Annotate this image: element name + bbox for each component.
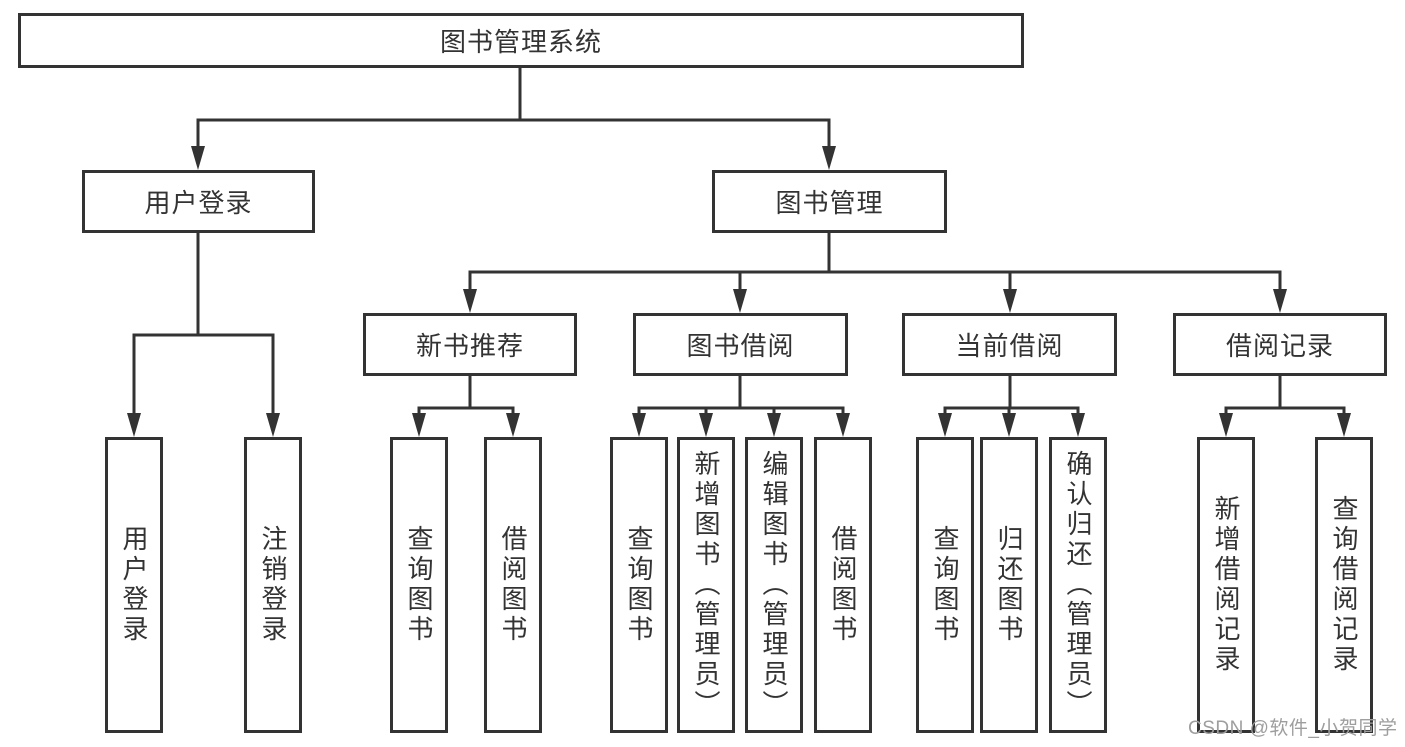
leaf-rec-query-book: 查询图书 (390, 437, 448, 733)
node-book-borrow: 图书借阅 (633, 313, 848, 376)
leaf-bb-borrow-book: 借阅图书 (814, 437, 872, 733)
leaf-br-add-record: 新增借阅记录 (1197, 437, 1255, 733)
leaf-bb-query-book: 查询图书 (610, 437, 668, 733)
leaf-cb-confirm-return: 确认归还（管理员） (1049, 437, 1107, 733)
leaf-bb-edit-book: 编辑图书（管理员） (745, 437, 803, 733)
node-book-management: 图书管理 (712, 170, 947, 233)
leaf-cb-query-book: 查询图书 (916, 437, 974, 733)
node-root: 图书管理系统 (18, 13, 1024, 68)
leaf-br-query-record: 查询借阅记录 (1315, 437, 1373, 733)
node-current-borrow: 当前借阅 (902, 313, 1117, 376)
watermark: CSDN @软件_小贺同学 (1188, 718, 1398, 739)
node-user-login: 用户登录 (82, 170, 315, 233)
leaf-user-login: 用户登录 (105, 437, 163, 733)
leaf-logout-login: 注销登录 (244, 437, 302, 733)
node-new-book-recommend: 新书推荐 (363, 313, 577, 376)
leaf-cb-return-book: 归还图书 (980, 437, 1038, 733)
leaf-rec-borrow-book: 借阅图书 (484, 437, 542, 733)
leaf-bb-add-book: 新增图书（管理员） (677, 437, 735, 733)
node-borrow-records: 借阅记录 (1173, 313, 1387, 376)
